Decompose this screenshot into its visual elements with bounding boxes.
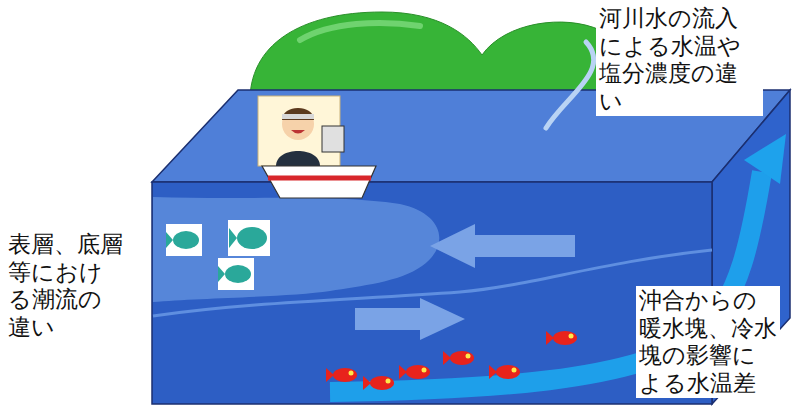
fish-eye <box>422 368 427 373</box>
annotation-text: 河川水の流入による水温や塩分濃度の違い <box>599 5 741 114</box>
fish <box>173 231 199 249</box>
green-fish <box>166 220 270 290</box>
fisherman-face <box>282 108 314 140</box>
fish <box>450 351 474 365</box>
boat-hull <box>262 166 376 198</box>
fish-eye <box>349 371 354 376</box>
red-fish <box>399 365 430 379</box>
fish-eye <box>386 379 391 384</box>
fish <box>496 365 520 379</box>
red-fish <box>326 368 357 382</box>
current-arrow-right <box>355 298 465 340</box>
red-fish <box>489 365 520 379</box>
fish-tile <box>218 258 254 290</box>
fish <box>406 365 430 379</box>
fisherman-body <box>276 151 320 166</box>
fishing-boat <box>258 96 376 198</box>
fish-eye <box>569 334 574 339</box>
annotation-label: 河川水の流入による水温や塩分濃度の違い <box>596 4 763 116</box>
red-fish <box>363 376 394 390</box>
fish-tail <box>399 365 407 379</box>
fish-tail <box>443 351 451 365</box>
red-fish <box>546 331 577 345</box>
fish <box>225 265 251 283</box>
fish-eye <box>466 354 471 359</box>
fish-eye <box>512 368 517 373</box>
fish-tail <box>489 365 497 379</box>
fish <box>553 331 577 345</box>
offshore-current-head <box>744 134 786 184</box>
red-fish <box>443 351 474 365</box>
river <box>546 42 594 128</box>
fish-tail <box>546 331 554 345</box>
fish-tile <box>166 224 202 256</box>
red-fish-school <box>326 331 577 390</box>
hill-highlight <box>300 23 420 40</box>
annotation-text: 表層、底層等における潮流の違い <box>8 231 123 340</box>
fish <box>237 227 267 249</box>
headband <box>282 114 314 119</box>
annotation-label: 表層、底層等における潮流の違い <box>5 230 126 342</box>
fisherman-mouth <box>291 130 305 134</box>
fish-tail <box>326 368 334 382</box>
fish-tail <box>218 266 225 282</box>
annotation-label: 沖合からの暖水塊、冷水塊の影響による水温差 <box>636 286 780 398</box>
surface-layer <box>153 197 439 302</box>
boat-machine <box>322 126 344 152</box>
fish-tail <box>229 228 237 248</box>
fish-tail <box>166 232 173 248</box>
fish-tail <box>363 376 371 390</box>
current-arrow-left <box>430 224 575 268</box>
fish <box>370 376 394 390</box>
fisherman-hair <box>282 108 314 120</box>
boat-stripe <box>268 176 371 181</box>
fish-tile <box>228 220 270 256</box>
annotation-text: 沖合からの暖水塊、冷水塊の影響による水温差 <box>639 287 777 396</box>
fish <box>333 368 357 382</box>
